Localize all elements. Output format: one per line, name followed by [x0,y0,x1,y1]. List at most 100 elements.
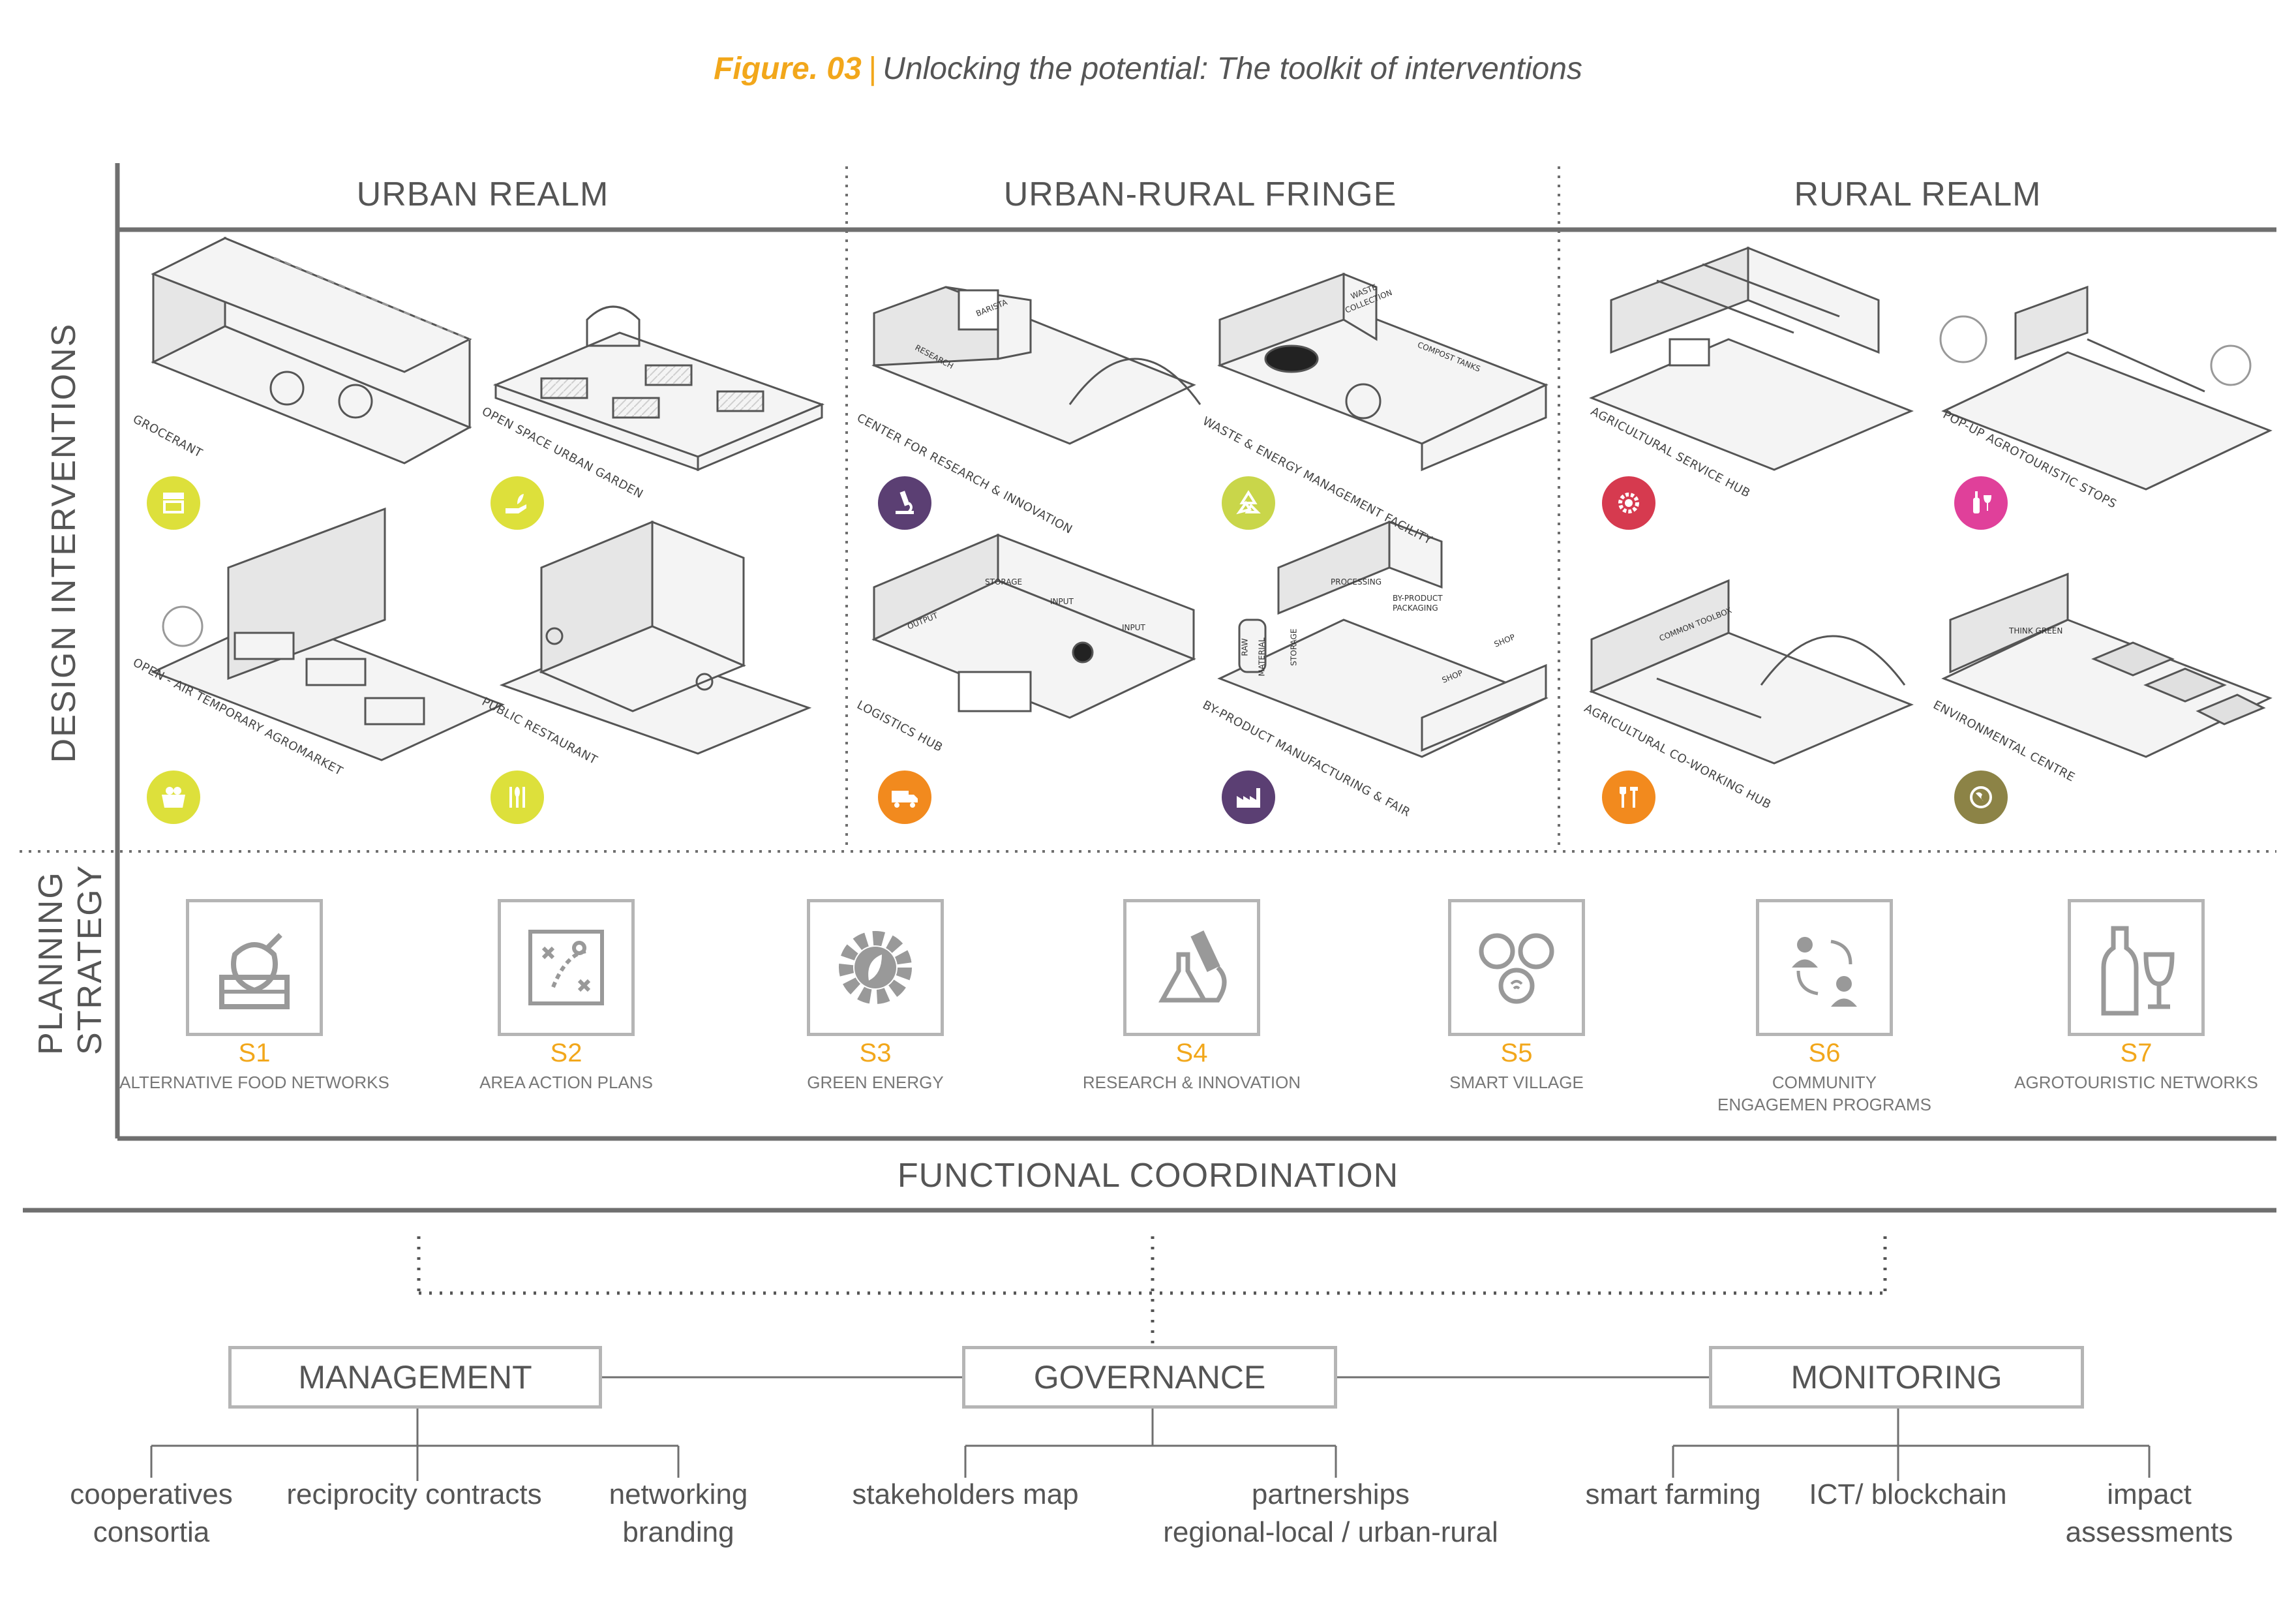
market-stall-icon [147,476,200,530]
leaf-partnerships: partnerships regional-local / urban-rura… [1122,1476,1539,1551]
environmental-centre-model [1941,572,2273,758]
governance-box: GOVERNANCE [962,1346,1337,1409]
management-box: MANAGEMENT [228,1346,602,1409]
tools-icon [1602,771,1655,824]
figure-number: Figure. 03 [714,52,862,86]
truck-icon [878,771,931,824]
research-center-model [871,286,1201,445]
strategy-code-s2: S2 [550,1039,582,1067]
leaf-smart-farming: smart farming [1559,1476,1787,1514]
waste-energy-model [1217,272,1548,472]
urban-garden-model [492,305,825,472]
strategy-code-s1: S1 [238,1039,271,1067]
leaf-text: consortia [93,1516,210,1548]
model-text-input-2: INPUT [1122,623,1145,632]
smart-network-icon [1479,933,1554,1004]
model-text-material: MATERIAL [1257,637,1267,677]
public-restaurant-model [499,520,812,755]
strategy-name-s4: RESEARCH & INNOVATION [1082,1073,1301,1092]
service-hub-model [1589,246,1914,471]
lab-microscope-icon [1158,930,1227,1003]
strategy-box-s2 [498,899,635,1036]
hand-plant-icon [491,476,544,530]
strategy-code-s4: S4 [1175,1039,1208,1067]
functional-coordination-title: FUNCTIONAL COORDINATION [897,1157,1399,1195]
leaf-text: branding [622,1516,734,1548]
leaf-text: cooperatives [70,1478,233,1510]
intervention-models [151,236,2273,765]
strategy-box-s1 [186,899,323,1036]
strategy-box-s3 [807,899,944,1036]
model-text-processing: PROCESSING [1331,577,1382,587]
food-crate-icon [219,933,290,1009]
leaf-text: partnerships [1251,1478,1410,1510]
recycle-icon [1222,476,1275,530]
grocerant-model [151,236,472,465]
leaf-reciprocity: reciprocity contracts [251,1476,577,1514]
strategy-map-icon [528,930,604,1005]
row-planning-2: STRATEGY [71,864,109,1055]
model-text-packaging: PACKAGING [1393,603,1438,613]
gear-icon [1602,476,1655,530]
model-text-storage: STORAGE [985,577,1023,587]
community-exchange-icon [1792,937,1857,1007]
leaf-text: ICT/ blockchain [1809,1478,2007,1510]
figure-title: Figure. 03|Unlocking the potential: The … [0,51,2296,87]
leaf-ict: ICT/ blockchain [1787,1476,2029,1514]
strategy-name-s1: ALTERNATIVE FOOD NETWORKS [119,1073,389,1092]
strategy-name-s2: AREA ACTION PLANS [479,1073,653,1092]
leaf-impact: impact assessments [2048,1476,2250,1551]
model-text-input-1: INPUT [1050,597,1074,606]
model-text-think-green: THINK GREEN [2009,626,2063,635]
zone-rural: RURAL REALM [1794,176,2042,213]
leaf-text: impact [2107,1478,2192,1510]
strategy-code-s5: S5 [1500,1039,1533,1067]
model-text-by-product: BY-PRODUCT [1393,594,1443,603]
agrotouristic-stops-model [1939,285,2273,491]
by-product-model [1217,520,1548,758]
agromarket-model [151,507,505,761]
eco-gear-icon [839,931,912,1004]
figure-separator: | [868,52,877,86]
wine-icon [1954,476,2008,530]
logistics-hub-model [871,533,1196,719]
strategy-box-s6 [1756,899,1893,1036]
factory-icon [1222,771,1275,824]
strategy-code-s6: S6 [1808,1039,1841,1067]
leaf-text: reciprocity contracts [286,1478,542,1510]
leaf-text: smart farming [1585,1478,1761,1510]
strategy-code-s3: S3 [859,1039,892,1067]
strategy-name-s6-line2: ENGAGEMEN PROGRAMS [1717,1095,1931,1114]
cutlery-icon [491,771,544,824]
model-text-storage-2: STORAGE [1289,628,1299,666]
leaf-text: networking [609,1478,748,1510]
strategy-box-s4 [1123,899,1260,1036]
microscope-icon [878,476,931,530]
row-planning-1: PLANNING [32,871,70,1055]
strategy-name-s6: COMMUNITY [1772,1073,1877,1092]
coordination-connectors [150,1376,2151,1481]
leaf-text: regional-local / urban-rural [1163,1516,1498,1548]
coordination-dotted [417,1236,1887,1344]
globe-icon [1954,771,2008,824]
wine-bottle-icon [2101,926,2175,1016]
coworking-hub-model [1589,579,1914,765]
leaf-networking: networking branding [574,1476,783,1551]
strategy-code-s7: S7 [2120,1039,2152,1067]
leaf-stakeholders: stakeholders map [828,1476,1102,1514]
model-text-raw: RAW [1240,638,1250,656]
zone-urban: URBAN REALM [356,176,609,213]
strategy-name-s5: SMART VILLAGE [1449,1073,1584,1092]
zone-fringe: URBAN-RURAL FRINGE [1003,176,1397,213]
figure-caption: Unlocking the potential: The toolkit of … [883,52,1582,86]
strategy-name-s3: GREEN ENERGY [807,1073,944,1092]
monitoring-box: MONITORING [1709,1346,2084,1409]
basket-icon [147,771,200,824]
leaf-text: stakeholders map [852,1478,1079,1510]
strategy-name-s7: AGROTOURISTIC NETWORKS [2014,1073,2258,1092]
strategy-box-s5 [1448,899,1585,1036]
leaf-text: assessments [2065,1516,2233,1548]
leaf-cooperatives: cooperatives consortia [21,1476,282,1551]
strategy-box-s7 [2068,899,2205,1036]
